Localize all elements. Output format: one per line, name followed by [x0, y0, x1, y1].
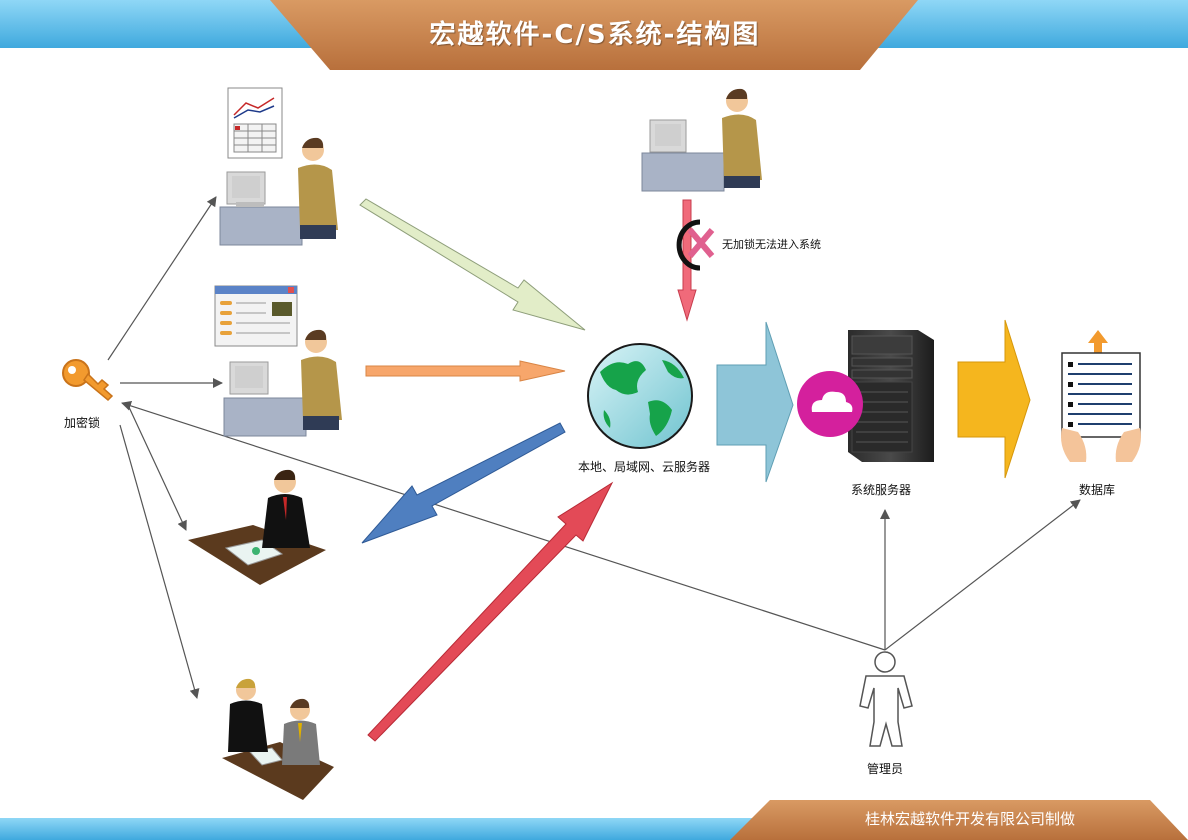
- dongle-key-icon: [62, 359, 114, 402]
- workstation-2: [214, 285, 342, 437]
- line-admin-to-dongle: [121, 401, 886, 651]
- person-icon: [298, 137, 338, 239]
- admin-person-icon: [859, 651, 913, 747]
- arrow-red: [367, 481, 614, 742]
- globe-icon: [587, 343, 693, 449]
- chart-document-icon: [227, 87, 283, 159]
- signing-desk: [188, 469, 326, 585]
- blocked-x-icon: [676, 219, 715, 271]
- arrow-green: [359, 198, 586, 331]
- footer-company: 桂林宏越软件开发有限公司制做: [864, 810, 1075, 828]
- footer-banner: [0, 800, 1188, 840]
- server-label: 系统服务器: [851, 483, 912, 497]
- businessman-icon: [282, 698, 320, 765]
- person-icon: [301, 329, 342, 430]
- line-dongle-to-workstation-1: [107, 196, 217, 361]
- header-banner: [0, 0, 1188, 70]
- page-title: 宏越软件-C/S系统-结构图: [429, 20, 761, 50]
- person-icon: [722, 88, 762, 188]
- workstation-blocked: [641, 88, 762, 192]
- app-window-icon: [214, 285, 298, 347]
- line-dongle-to-meeting: [119, 424, 200, 699]
- businessman-icon: [228, 678, 268, 752]
- database-label: 数据库: [1079, 483, 1116, 497]
- network-label: 本地、局域网、云服务器: [578, 460, 711, 474]
- dongle-label: 加密锁: [64, 416, 101, 430]
- big-arrow-server-to-database: [957, 319, 1031, 479]
- arrow-blue: [361, 422, 566, 544]
- blocked-note-label: 无加锁无法进入系统: [722, 238, 821, 251]
- arrow-orange: [365, 360, 566, 382]
- meeting-desk: [222, 678, 334, 800]
- cloud-badge-icon: [797, 371, 863, 437]
- workstation-1: [219, 87, 338, 246]
- line-dongle-to-signing-desk: [127, 404, 187, 531]
- big-arrow-network-to-server: [716, 321, 794, 483]
- line-admin-to-database: [884, 499, 1081, 651]
- businessman-icon: [262, 469, 310, 548]
- server-icon: [848, 330, 934, 462]
- dongle-connector-lines: [107, 196, 1081, 699]
- database-icon: [1061, 330, 1141, 462]
- admin-label: 管理员: [867, 762, 904, 776]
